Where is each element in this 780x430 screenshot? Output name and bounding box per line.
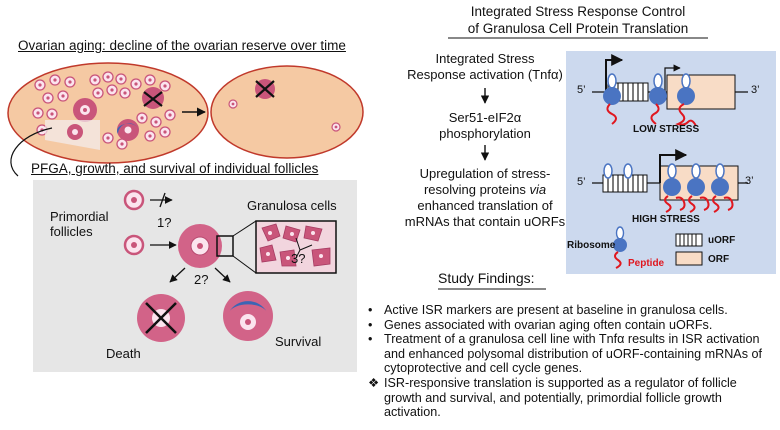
death-label: Death xyxy=(106,346,141,361)
step3-via: via xyxy=(529,182,547,197)
legend-uorf: uORF xyxy=(708,235,736,246)
survival-label: Survival xyxy=(275,334,322,349)
legend-ribosome: Ribosome xyxy=(567,240,616,251)
step3-line2-text: resolving proteins xyxy=(423,182,530,197)
ovary-young xyxy=(7,62,209,164)
findings-title: Study Findings: xyxy=(438,270,535,286)
high-stress-label: HIGH STRESS xyxy=(632,214,700,225)
right-title-line2: of Granulosa Cell Protein Translation xyxy=(467,21,689,36)
finding-item: ❖ ISR-responsive translation is supported… xyxy=(368,376,776,420)
step1-line2: Response activation (Tnfα) xyxy=(407,67,563,82)
finding-bullet: • xyxy=(368,303,373,317)
step3-line1: Upregulation of stress- xyxy=(419,166,551,181)
finding-item: • Genes associated with ovarian aging oft… xyxy=(368,318,776,333)
aging-title: Ovarian aging: decline of the ovarian re… xyxy=(18,38,346,53)
findings-list: • Active ISR markers are present at basel… xyxy=(368,303,776,420)
step-isr-activation: Integrated Stress Response activation (T… xyxy=(405,51,565,83)
step3-line2: resolving proteins via xyxy=(400,182,570,198)
step3-line3: enhanced translation of xyxy=(417,198,553,213)
finding-bullet: • xyxy=(368,317,373,332)
granulosa-inset xyxy=(255,220,337,274)
step-upregulation: Upregulation of stress- resolving protei… xyxy=(400,166,570,230)
follicle-panel xyxy=(33,180,357,372)
question-1: 1? xyxy=(157,215,172,230)
legend-orf: ORF xyxy=(708,254,730,265)
right-title-line1: Integrated Stress Response Control xyxy=(470,4,686,19)
low-stress-label: LOW STRESS xyxy=(633,124,700,135)
primordial-follicle-top xyxy=(123,189,173,211)
primordial-label: Primordial follicles xyxy=(50,209,109,239)
ovary-aged xyxy=(210,65,364,159)
question-2: 2? xyxy=(194,272,209,287)
right-title: Integrated Stress Response Control of Gr… xyxy=(440,3,716,37)
high-stress-mrna xyxy=(592,149,748,213)
death-follicle xyxy=(137,294,185,342)
primordial-follicle-bottom xyxy=(123,234,177,256)
step2-line2: phosphorylation xyxy=(439,126,531,141)
step-phosphorylation: Ser51-eIF2α phosphorylation xyxy=(405,110,565,142)
finding-text: ISR-responsive translation is supported … xyxy=(384,375,737,420)
finding-text: Active ISR markers are present at baseli… xyxy=(384,303,728,317)
finding-text: Genes associated with ovarian aging ofte… xyxy=(384,317,713,332)
step2-line1: Ser51-eIF2α xyxy=(448,110,522,125)
low-5prime: 5’ xyxy=(577,84,586,96)
legend-peptide: Peptide xyxy=(628,258,665,269)
step3-line4: mRNAs that contain uORFs xyxy=(404,214,566,229)
finding-bullet: ❖ xyxy=(368,375,380,390)
high-3prime: 3’ xyxy=(745,175,754,187)
step1-line1: Integrated Stress xyxy=(435,51,535,66)
finding-item: • Active ISR markers are present at basel… xyxy=(368,303,776,318)
growing-follicle xyxy=(178,220,257,274)
question-3: 3? xyxy=(291,251,306,266)
legend-graphics xyxy=(613,226,703,269)
follicle-title: PFGA, growth, and survival of individual… xyxy=(31,161,319,176)
low-stress-mrna xyxy=(592,54,748,127)
survival-follicle xyxy=(223,291,273,341)
granulosa-label: Granulosa cells xyxy=(247,198,337,213)
finding-text: Treatment of a granulosa cell line with … xyxy=(384,332,763,376)
low-3prime: 3’ xyxy=(751,84,760,96)
finding-bullet: • xyxy=(368,332,373,347)
high-5prime: 5’ xyxy=(577,176,586,188)
finding-item: • Treatment of a granulosa cell line with… xyxy=(368,332,776,376)
connector-curve xyxy=(10,127,53,177)
